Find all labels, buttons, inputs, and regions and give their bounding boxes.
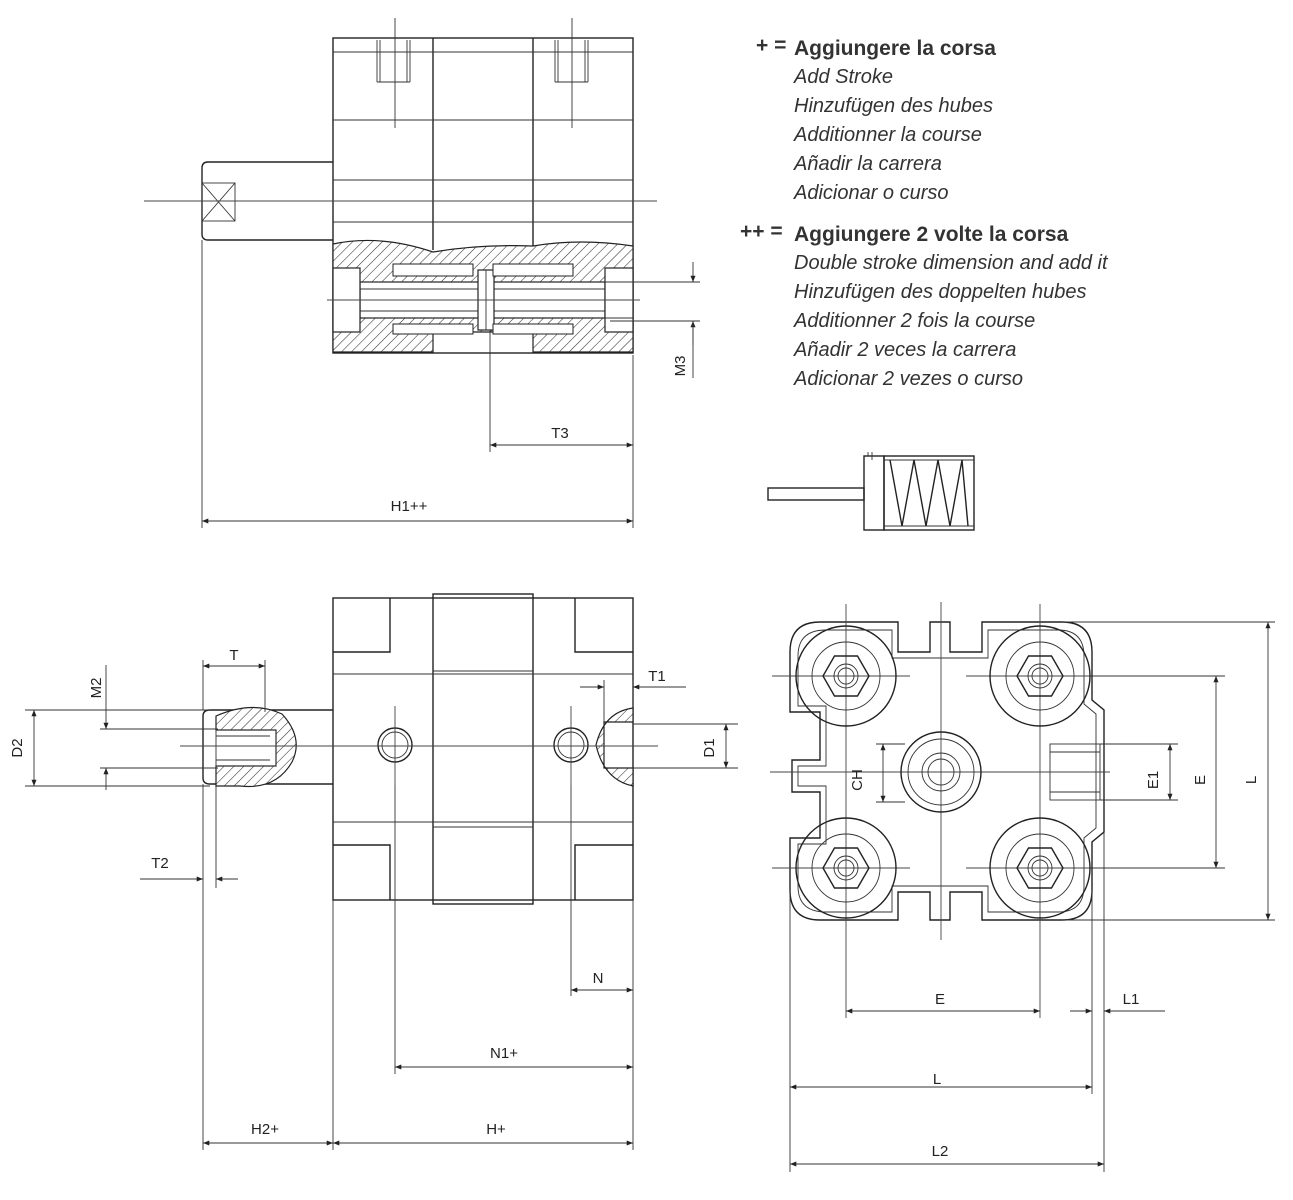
dim-m2: M2 — [88, 678, 105, 699]
dim-n1: N1+ — [490, 1045, 518, 1062]
dim-l2: L2 — [932, 1143, 949, 1160]
dim-e-horizontal: E — [935, 991, 945, 1008]
legend-lead-text: Aggiungere la corsa — [794, 37, 996, 60]
stroke-legend: + = Aggiungere la corsa Add Stroke Hinzu… — [740, 34, 1280, 406]
legend-translation: Additionner 2 fois la course — [794, 310, 1036, 332]
legend-translation: Adicionar o curso — [794, 182, 949, 204]
legend-translation: Hinzufügen des hubes — [794, 95, 994, 117]
dim-t2: T2 — [151, 855, 169, 872]
side-view: T M2 D2 T2 T1 D1 N — [9, 593, 738, 1150]
tapped-hole-left — [376, 18, 411, 128]
legend-lead-text: Aggiungere 2 volte la corsa — [794, 223, 1069, 246]
dim-t: T — [229, 647, 238, 664]
dim-l-vertical: L — [1243, 776, 1260, 784]
front-view: CH E1 E L E L1 L L2 — [770, 602, 1275, 1172]
dim-l1: L1 — [1123, 991, 1140, 1008]
legend-translation: Additionner la course — [794, 124, 982, 146]
legend-symbol-double-plus: ++ = — [740, 220, 783, 243]
legend-add-double-stroke: ++ = Aggiungere 2 volte la corsa Double … — [740, 220, 1280, 394]
dim-n: N — [593, 970, 604, 987]
legend-translation: Añadir 2 veces la carrera — [794, 339, 1017, 361]
dim-d2: D2 — [9, 738, 26, 757]
dim-h: H+ — [486, 1121, 506, 1138]
dim-t3: T3 — [551, 425, 569, 442]
spring-return-icon — [767, 452, 975, 531]
piston-rod-end — [900, 731, 982, 813]
dim-l-horizontal: L — [933, 1071, 941, 1088]
legend-translation: Add Stroke — [794, 66, 893, 88]
dim-m3: M3 — [672, 356, 689, 377]
corner-bolt — [795, 625, 897, 727]
legend-symbol-plus: + = — [756, 34, 787, 57]
legend-add-stroke: + = Aggiungere la corsa Add Stroke Hinzu… — [740, 34, 1280, 208]
legend-translation: Hinzufügen des doppelten hubes — [794, 281, 1087, 303]
dim-e-vertical: E — [1192, 775, 1209, 785]
dim-h2: H2+ — [251, 1121, 279, 1138]
tapped-hole-right — [554, 18, 589, 128]
corner-bolt — [795, 817, 897, 919]
dim-t1: T1 — [648, 668, 666, 685]
dim-h1: H1++ — [391, 498, 428, 515]
legend-translation: Adicionar 2 vezes o curso — [794, 368, 1024, 390]
top-section-view: M3 T3 H1++ — [144, 18, 700, 528]
dim-d1: D1 — [701, 738, 718, 757]
dim-ch: CH — [849, 769, 866, 791]
legend-translation: Double stroke dimension and add it — [794, 252, 1108, 274]
dim-e1: E1 — [1145, 771, 1162, 789]
legend-translation: Añadir la carrera — [794, 153, 942, 175]
